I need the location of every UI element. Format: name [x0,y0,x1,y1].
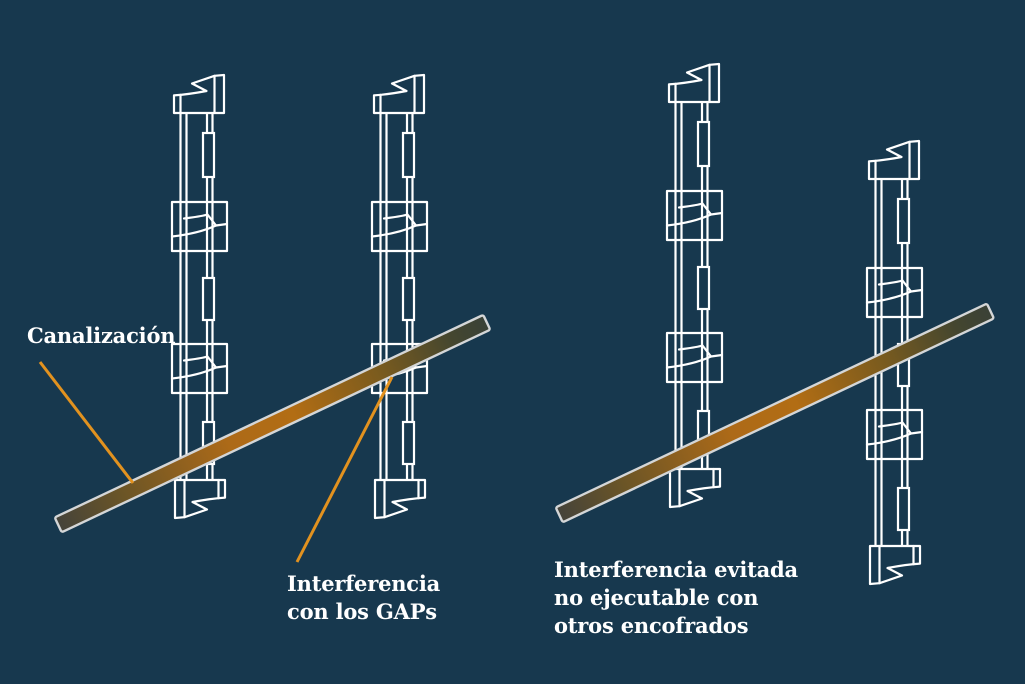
label-interferencia-gaps: Interferencia con los GAPs [287,571,441,624]
leader-line-canalizacion [38,361,135,484]
label-interferencia-evitada: Interferencia evitada no ejecutable con … [554,557,798,638]
conduit-pipe-left [54,314,491,533]
formwork-rail-left-2 [372,75,427,518]
leader-line-interferencia-gaps [295,376,394,563]
label-canalizacion: Canalización [27,323,176,348]
conduit-pipe-right [555,303,995,523]
